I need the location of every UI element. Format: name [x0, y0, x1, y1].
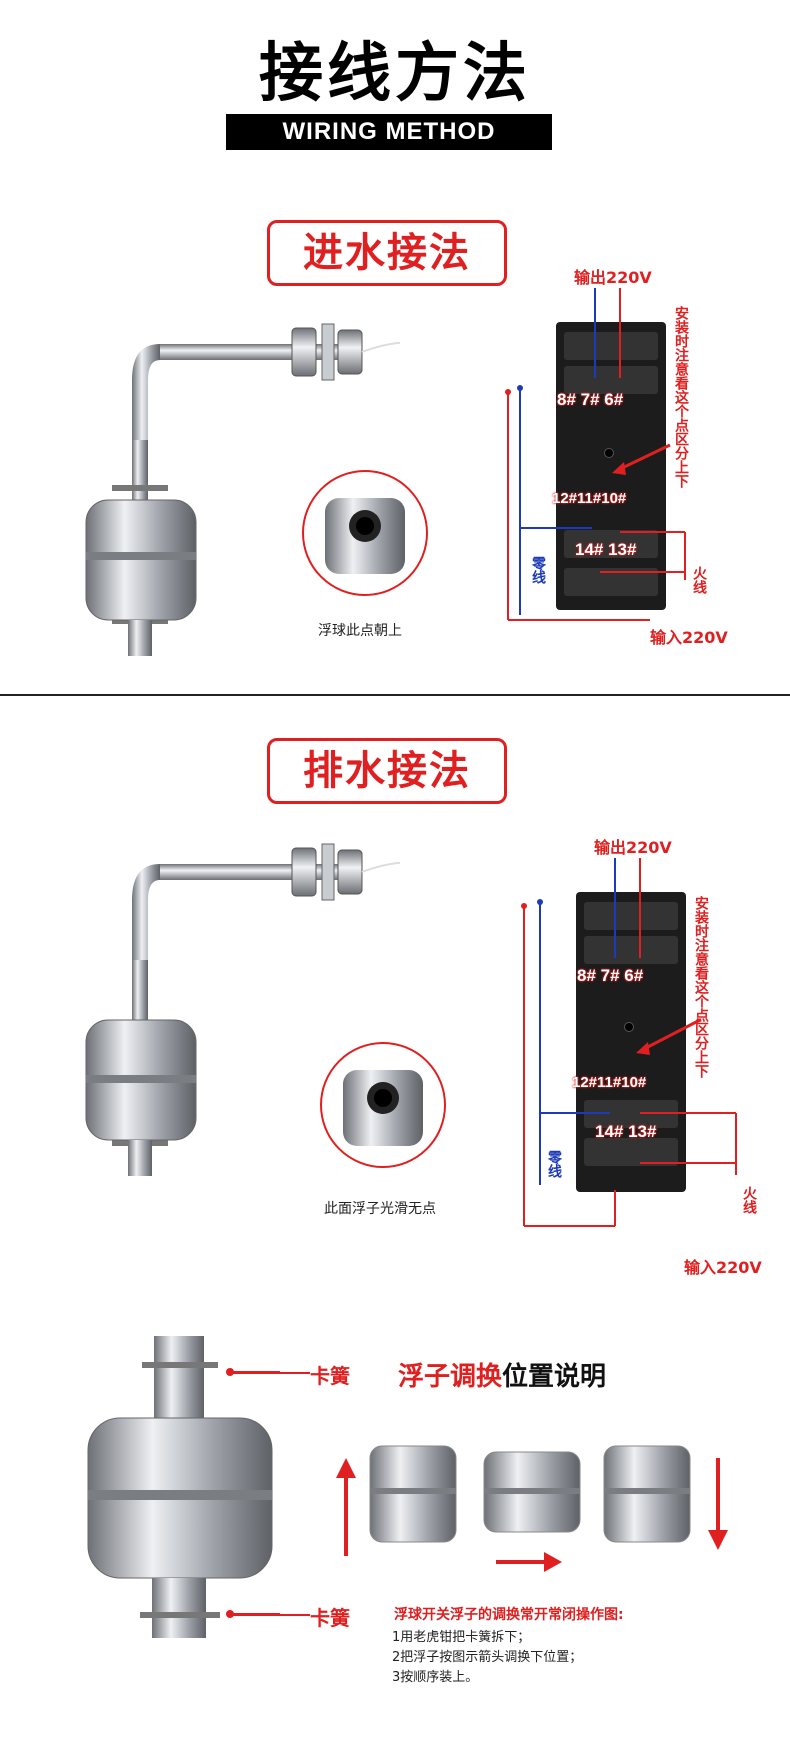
pins-mid-drain: 12#11#10# [572, 1074, 647, 1091]
live-label-inflow: 火线 [691, 566, 707, 594]
instruction-step: 2把浮子按图示箭头调换下位置； [392, 1650, 583, 1665]
float-closeup-smooth [320, 1042, 446, 1168]
swap-title-red: 浮子调换 [398, 1362, 503, 1392]
instruction-step: 3按顺序装上。 [392, 1670, 479, 1685]
float-switch-illustration-drain [85, 843, 400, 1176]
wiring-lines-inflow [505, 288, 686, 621]
swap-sequence-diagram [336, 1445, 728, 1572]
swap-title: 浮子调换位置说明 [398, 1356, 606, 1393]
live-label-drain: 火线 [741, 1186, 757, 1214]
float-switch-illustration [85, 323, 400, 656]
pins-mid-inflow: 12#11#10# [552, 490, 627, 507]
float-caption-drain: 此面浮子光滑无点 [324, 1201, 436, 1217]
pins-top-drain: 8# 7# 6# [577, 966, 644, 985]
neutral-label-drain: 零线 [546, 1150, 562, 1178]
section-label-inflow: 进水接法 [267, 220, 507, 286]
neutral-label-inflow: 零线 [530, 556, 546, 584]
input-label-drain: 输入220V [684, 1258, 762, 1277]
input-label-inflow: 输入220V [650, 628, 728, 647]
output-label-inflow: 输出220V [574, 268, 652, 287]
notice-inflow: 安装时注意看这个点区分上下 [673, 306, 689, 488]
swap-title-black: 位置说明 [502, 1362, 607, 1392]
float-with-clips [87, 1336, 280, 1638]
page-title: 接线方法 [259, 37, 531, 111]
instruction-step: 1用老虎钳把卡簧拆下； [392, 1630, 531, 1645]
pins-bottom-drain: 14# 13# [595, 1122, 657, 1141]
relay-socket-inflow [556, 322, 666, 610]
instructions-list: 1用老虎钳把卡簧拆下； 2把浮子按图示箭头调换下位置； 3按顺序装上。 [392, 1628, 582, 1688]
instructions-title: 浮球开关浮子的调换常开常闭操作图: [394, 1607, 624, 1623]
output-label-drain: 输出220V [594, 838, 672, 857]
pins-bottom-inflow: 14# 13# [575, 540, 637, 559]
clip-label-bottom: 卡簧 [310, 1606, 350, 1630]
section-label-drain: 排水接法 [267, 738, 507, 804]
clip-label-top: 卡簧 [310, 1364, 350, 1388]
section-divider [0, 694, 790, 696]
float-caption-inflow: 浮球此点朝上 [318, 623, 402, 639]
pins-top-inflow: 8# 7# 6# [557, 390, 624, 409]
float-closeup-dot-up [302, 470, 428, 596]
notice-drain: 安装时注意看这个点区分上下 [693, 896, 709, 1078]
wiring-lines-drain [521, 858, 737, 1227]
relay-socket-drain [576, 892, 686, 1192]
page-subtitle: WIRING METHOD [226, 114, 552, 150]
